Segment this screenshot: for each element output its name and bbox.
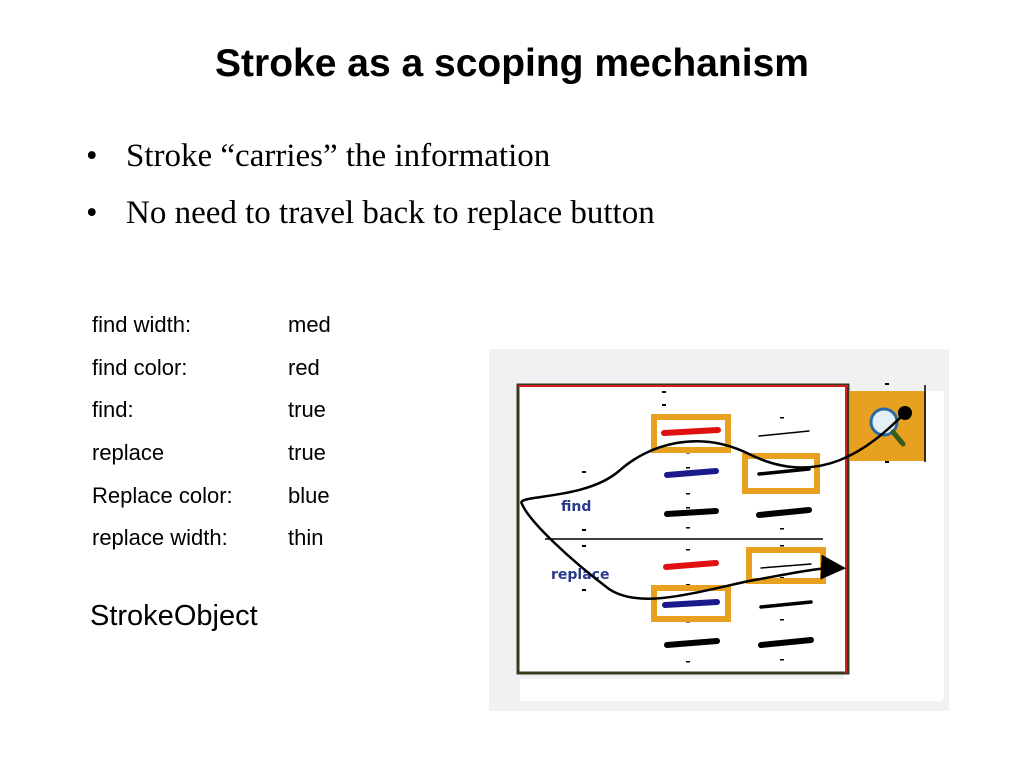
tick-mark xyxy=(686,584,690,586)
diagram-bottom-panel xyxy=(520,679,942,701)
property-row: find: true xyxy=(92,389,331,432)
tick-mark xyxy=(582,545,586,547)
red-swatch xyxy=(663,560,719,570)
bullet-text: Stroke “carries” the information xyxy=(126,138,551,174)
tick-mark xyxy=(885,461,889,463)
color-swatches xyxy=(661,427,721,648)
tick-mark xyxy=(885,383,889,385)
bullet-dot: • xyxy=(86,195,98,231)
property-row: Replace color: blue xyxy=(92,474,331,517)
tick-mark xyxy=(780,577,784,579)
property-key: Replace color: xyxy=(92,482,233,508)
thin-swatch xyxy=(760,563,812,569)
blue-swatch xyxy=(664,468,719,478)
replace-label: replace xyxy=(551,567,609,583)
tick-mark xyxy=(662,404,666,406)
canvas-frame xyxy=(516,383,850,675)
tick-mark xyxy=(780,417,784,419)
property-value: blue xyxy=(288,482,330,508)
tick-mark xyxy=(662,391,666,393)
property-row: find color: red xyxy=(92,347,331,390)
thin-swatch xyxy=(758,430,810,437)
black-swatch xyxy=(664,638,720,648)
find-label: find xyxy=(561,499,591,515)
black-swatch xyxy=(664,508,719,517)
property-key: find: xyxy=(92,397,134,423)
tick-mark xyxy=(686,527,690,529)
thick-swatch xyxy=(756,507,812,518)
stroke-diagram-svg: find replace xyxy=(489,349,949,711)
thick-swatch xyxy=(758,637,814,648)
property-row: replace true xyxy=(92,432,331,475)
stroke-path xyxy=(520,412,906,600)
medium-swatch xyxy=(759,600,813,609)
property-key: replace width: xyxy=(92,525,228,551)
bullet-item: • No need to travel back to replace butto… xyxy=(86,195,655,252)
slide-title: Stroke as a scoping mechanism xyxy=(215,42,809,85)
property-value: med xyxy=(288,312,331,338)
bullet-list: • Stroke “carries” the information • No ne… xyxy=(86,138,655,252)
medium-swatch xyxy=(757,467,811,476)
tick-mark xyxy=(686,467,690,469)
property-key: replace xyxy=(92,440,165,466)
tick-mark xyxy=(780,619,784,621)
bullet-dot: • xyxy=(86,138,98,174)
stroke-diagram: find replace xyxy=(489,349,949,711)
red-swatch xyxy=(661,427,721,436)
tick-mark xyxy=(582,589,586,591)
width-swatches xyxy=(756,430,814,648)
tick-mark xyxy=(686,493,690,495)
tick-mark xyxy=(582,471,586,473)
property-key: find color: xyxy=(92,354,188,380)
find-color-box xyxy=(651,414,731,453)
property-row: find width: med xyxy=(92,304,331,347)
bullet-text: No need to travel back to replace button xyxy=(126,195,655,231)
bullet-item: • Stroke “carries” the information xyxy=(86,138,655,195)
replace-color-box xyxy=(651,585,731,622)
tick-mark xyxy=(686,661,690,663)
tick-mark xyxy=(582,529,586,531)
tick-mark xyxy=(686,507,690,509)
property-value: true xyxy=(288,397,326,423)
property-value: red xyxy=(288,354,320,380)
property-value: true xyxy=(288,440,326,466)
property-row: replace width: thin xyxy=(92,517,331,560)
property-key: find width: xyxy=(92,312,192,338)
blue-swatch xyxy=(662,599,720,608)
tick-mark xyxy=(780,528,784,530)
tick-mark xyxy=(780,659,784,661)
tick-mark xyxy=(686,549,690,551)
caption-stroke-object: StrokeObject xyxy=(90,600,258,632)
find-width-box xyxy=(742,453,820,494)
tick-mark xyxy=(780,545,784,547)
stroke-properties-table: find width:med find color:red find:true … xyxy=(92,304,331,560)
magnifier-icon xyxy=(869,406,912,447)
property-value: thin xyxy=(288,525,324,551)
